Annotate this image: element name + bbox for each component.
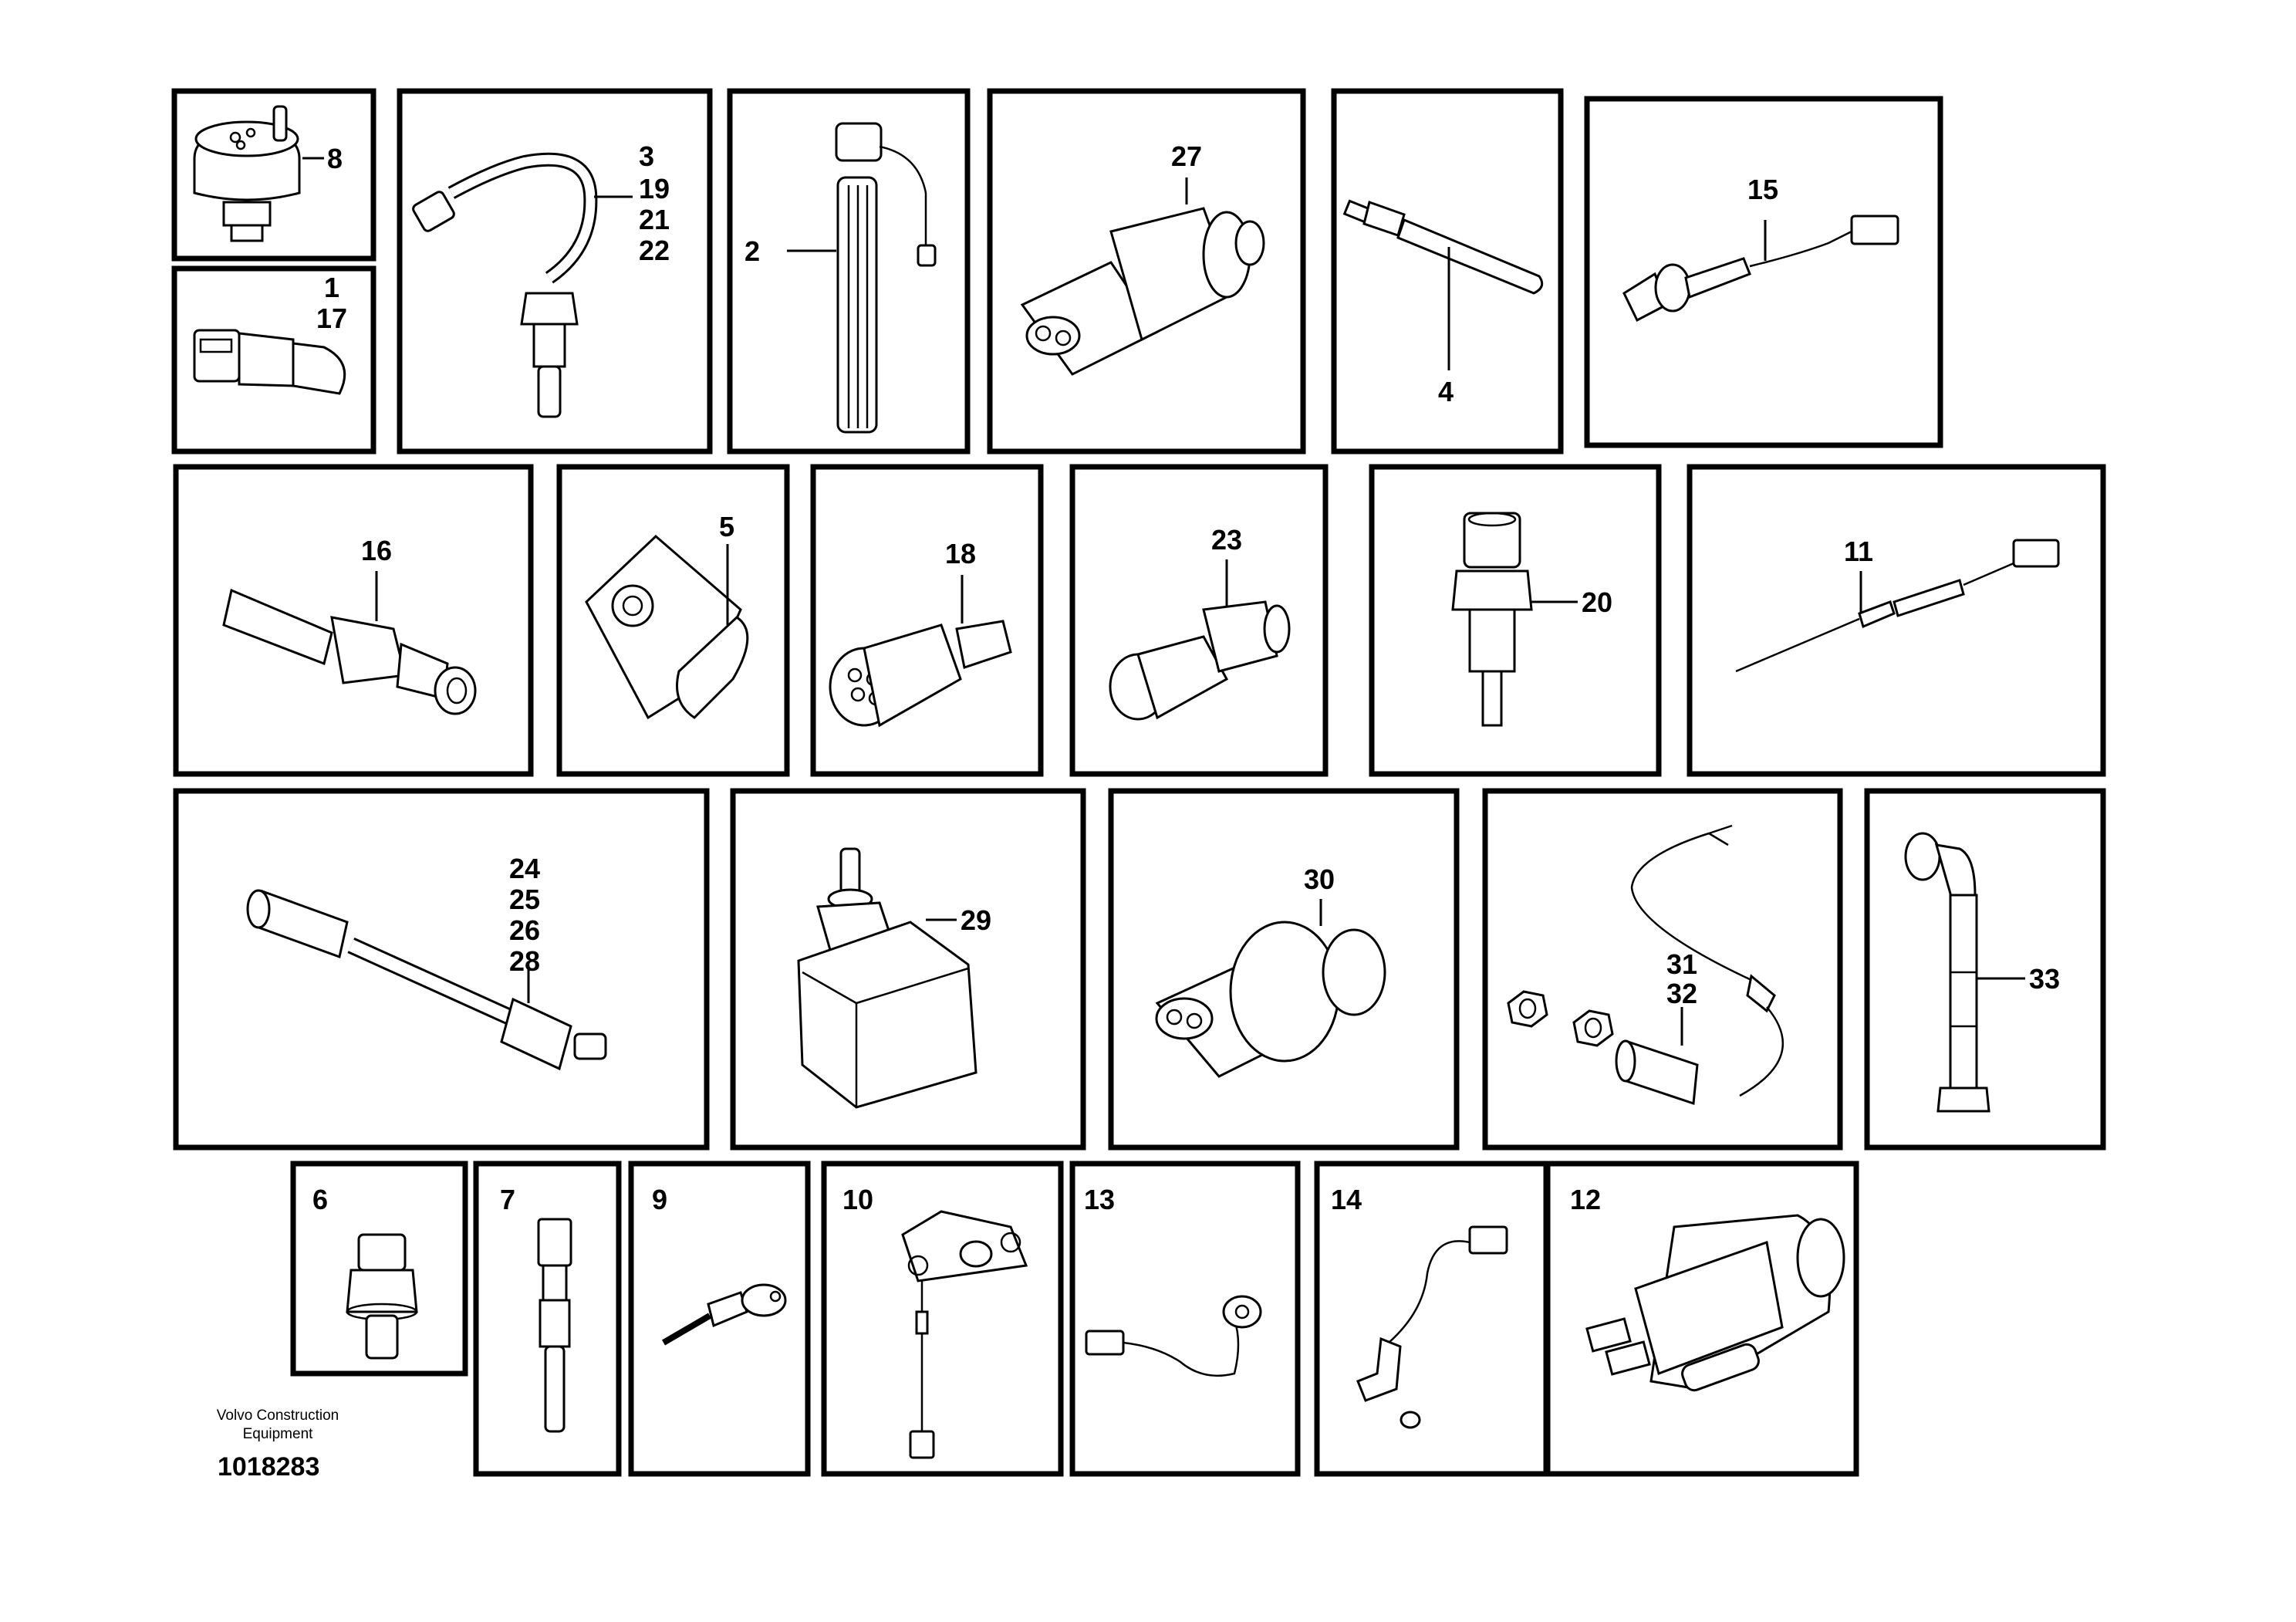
panel-part-6[interactable]: 6 — [290, 1161, 468, 1377]
panel-part-4[interactable]: 4 — [1331, 88, 1564, 454]
solenoid-valve-illustration — [797, 847, 977, 1109]
callout-label: 3 — [639, 140, 654, 172]
angled-sensor-cable-illustration — [1356, 1225, 1508, 1429]
pressure-sensor-illustration — [829, 620, 1012, 728]
level-sensor-illustration — [661, 1283, 787, 1346]
callout-label: 8 — [327, 143, 343, 174]
panel-part-31-32[interactable]: 31 32 — [1482, 788, 1843, 1151]
brake-light-switch-illustration — [1585, 1214, 1845, 1392]
panel-part-29[interactable]: 29 — [730, 788, 1086, 1151]
document-number: 1018283 — [218, 1452, 319, 1482]
callout-label: 29 — [961, 904, 991, 936]
angled-speed-sensor-illustration — [1904, 832, 1990, 1113]
temperature-probe-cable-illustration — [1735, 539, 2060, 673]
callout-label: 10 — [842, 1184, 873, 1215]
callout-label: 14 — [1331, 1184, 1362, 1215]
probe-sensor-illustration — [537, 1218, 572, 1433]
callout-label: 17 — [316, 302, 347, 334]
panel-part-8[interactable]: 8 — [171, 88, 376, 262]
callout-label: 26 — [509, 914, 540, 946]
callout-label: 22 — [639, 235, 670, 266]
panel-part-33[interactable]: 33 — [1864, 788, 2106, 1151]
callout-label: 15 — [1747, 174, 1778, 205]
sensor-bracket-cable-illustration — [901, 1210, 1028, 1459]
company-name-line1: Volvo Construction — [217, 1407, 339, 1424]
callout-label: 27 — [1171, 140, 1202, 172]
pressure-sensor-illustration — [1020, 207, 1265, 376]
temperature-switch-illustration — [193, 329, 346, 395]
callout-label: 2 — [745, 235, 760, 267]
panel-part-15[interactable]: 15 — [1584, 96, 1943, 448]
panel-part-14[interactable]: 14 — [1314, 1161, 1549, 1477]
callout-label: 19 — [639, 173, 670, 204]
speed-sensor-cable-illustration — [246, 889, 607, 1071]
temperature-sensor-cable-illustration — [412, 152, 598, 418]
company-name-line2: Equipment — [243, 1426, 314, 1442]
callout-label: 9 — [652, 1184, 667, 1215]
temperature-probe-illustration — [1342, 199, 1544, 295]
panel-part-16[interactable]: 16 — [173, 464, 534, 777]
pressure-switch-illustration — [193, 105, 301, 242]
panel-part-24-25-26-28[interactable]: 24 25 26 28 — [173, 788, 710, 1151]
speed-sensor-illustration — [222, 588, 477, 715]
panel-part-30[interactable]: 30 — [1108, 788, 1460, 1151]
callout-label: 13 — [1084, 1184, 1115, 1215]
panel-part-11[interactable]: 11 — [1687, 464, 2106, 777]
callout-label: 16 — [361, 535, 392, 566]
panel-part-10[interactable]: 10 — [821, 1161, 1064, 1477]
callout-label: 20 — [1582, 586, 1612, 618]
callout-label: 23 — [1211, 524, 1242, 556]
level-sensor-illustration — [835, 122, 937, 434]
panel-part-3-19-21-22[interactable]: 3 19 21 22 — [397, 88, 713, 454]
callout-label: 31 — [1666, 948, 1697, 980]
panel-part-20[interactable]: 20 — [1369, 464, 1662, 777]
temperature-sender-cable-illustration — [1622, 215, 1899, 323]
panel-part-13[interactable]: 13 — [1069, 1161, 1301, 1477]
panel-part-9[interactable]: 9 — [628, 1161, 811, 1477]
panel-part-18[interactable]: 18 — [810, 464, 1044, 777]
footer: Volvo Construction Equipment 1018283 — [217, 1407, 339, 1482]
temperature-sensor-illustration — [1451, 512, 1533, 727]
callout-label: 33 — [2029, 963, 2060, 995]
panel-part-5[interactable]: 5 — [556, 464, 790, 777]
callout-label: 18 — [945, 538, 976, 569]
panel-part-7[interactable]: 7 — [473, 1161, 622, 1477]
oil-pressure-sensor-illustration — [1109, 600, 1291, 721]
callout-label: 5 — [719, 511, 734, 542]
callout-label: 4 — [1438, 376, 1454, 407]
callout-label: 30 — [1304, 863, 1335, 895]
callout-label: 24 — [509, 853, 540, 884]
pressure-switch-connector-illustration — [1155, 921, 1386, 1078]
callout-label: 1 — [324, 272, 339, 303]
panel-part-23[interactable]: 23 — [1069, 464, 1329, 777]
callout-label: 25 — [509, 884, 540, 915]
callout-label: 12 — [1570, 1184, 1601, 1215]
panel-part-12[interactable]: 12 — [1545, 1161, 1859, 1477]
sensor-with-nuts-illustration — [1507, 824, 1784, 1106]
callout-label: 28 — [509, 945, 540, 977]
speed-sensor-cable-illustration — [1085, 1295, 1262, 1377]
throttle-position-sensor-illustration — [585, 534, 749, 720]
temperature-switch-illustration — [346, 1233, 418, 1360]
panel-part-1-17[interactable]: 1 17 — [171, 265, 376, 454]
panel-part-27[interactable]: 27 — [987, 88, 1306, 454]
callout-label: 7 — [500, 1184, 515, 1215]
callout-label: 21 — [639, 204, 670, 235]
callout-label: 6 — [312, 1184, 328, 1215]
callout-label: 11 — [1844, 536, 1873, 567]
panel-part-2[interactable]: 2 — [727, 88, 971, 454]
callout-label: 32 — [1666, 978, 1697, 1009]
